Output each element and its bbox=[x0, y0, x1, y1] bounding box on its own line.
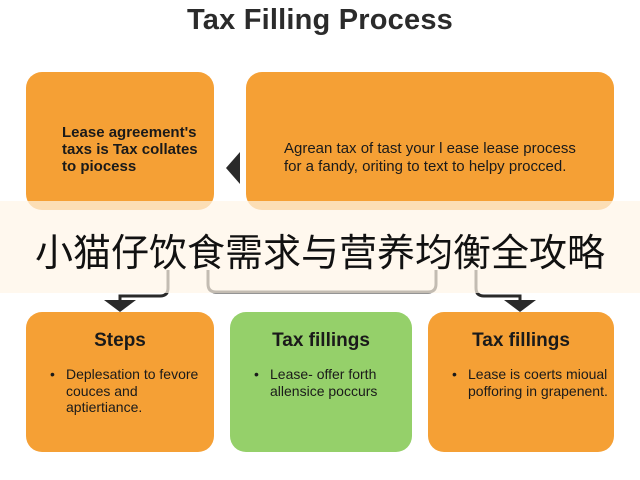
box-tax-fillings-middle-heading: Tax fillings bbox=[272, 330, 370, 351]
box-tax-fillings-right: Tax fillings • Lease is coerts mioual po… bbox=[428, 312, 614, 452]
arrow-down-right-icon bbox=[504, 300, 536, 312]
bullet: • bbox=[50, 366, 55, 382]
caption-overlay-band bbox=[0, 201, 640, 293]
box-tax-fillings-right-body: • Lease is coerts mioual pofforing in gr… bbox=[450, 366, 614, 399]
box-steps-body-text: Deplesation to fevore couces and aptiert… bbox=[66, 366, 199, 415]
box-tax-fillings-middle-body: • Lease- offer forth allensice poccurs bbox=[252, 366, 412, 399]
box-steps: Steps • Deplesation to fevore couces and… bbox=[26, 312, 214, 452]
box-steps-heading: Steps bbox=[94, 330, 146, 351]
caption-overlay-text: 小猫仔饮食需求与营养均衡全攻略 bbox=[34, 233, 605, 275]
box-tax-fillings-middle-body-text: Lease- offer forth allensice poccurs bbox=[270, 366, 378, 399]
box-tax-fillings-right-heading: Tax fillings bbox=[472, 330, 570, 351]
bullet: • bbox=[452, 366, 457, 382]
arrow-down-left-icon bbox=[104, 300, 136, 312]
page-title: Tax Filling Process bbox=[187, 4, 453, 36]
arrow-left-icon bbox=[226, 152, 240, 184]
box-tax-fillings-right-body-text: Lease is coerts mioual pofforing in grap… bbox=[468, 366, 608, 399]
box-lease-process-text: Agrean tax of tast your l ease lease pro… bbox=[284, 140, 576, 175]
box-steps-body: • Deplesation to fevore couces and aptie… bbox=[48, 366, 214, 416]
bullet: • bbox=[254, 366, 259, 382]
box-lease-agreement: Lease agreement's taxs is Tax collates t… bbox=[26, 72, 214, 210]
box-lease-process: Agrean tax of tast your l ease lease pro… bbox=[246, 72, 614, 210]
box-tax-fillings-middle: Tax fillings • Lease- offer forth allens… bbox=[230, 312, 412, 452]
box-lease-agreement-text: Lease agreement's taxs is Tax collates t… bbox=[62, 124, 198, 175]
